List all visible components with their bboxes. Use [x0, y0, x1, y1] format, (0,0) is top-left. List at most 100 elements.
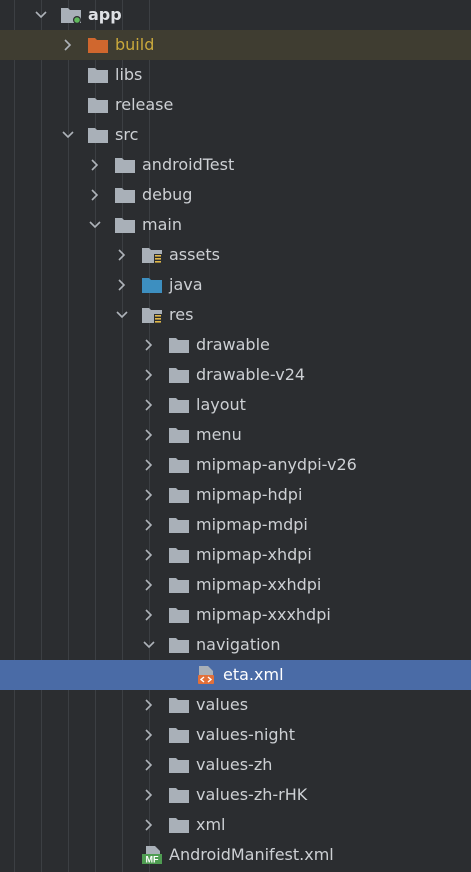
tree-item-label: debug — [142, 185, 193, 204]
folder-icon — [168, 426, 190, 444]
tree-item-label: assets — [169, 245, 220, 264]
tree-row-values[interactable]: values — [0, 690, 471, 720]
tree-row-src[interactable]: src — [0, 120, 471, 150]
chevron-right-icon[interactable] — [88, 188, 102, 202]
manifest-file-icon: MF — [141, 846, 163, 864]
chevron-right-icon[interactable] — [61, 38, 75, 52]
tree-row-xml[interactable]: xml — [0, 810, 471, 840]
svg-text:MF: MF — [146, 855, 159, 865]
tree-item-label: androidTest — [142, 155, 235, 174]
folder-icon — [114, 216, 136, 234]
folder-icon — [168, 786, 190, 804]
tree-row-main[interactable]: main — [0, 210, 471, 240]
chevron-down-icon[interactable] — [61, 128, 75, 142]
tree-row-drawable[interactable]: drawable — [0, 330, 471, 360]
tree-row-menu[interactable]: menu — [0, 420, 471, 450]
tree-row-mipmap-xhdpi[interactable]: mipmap-xhdpi — [0, 540, 471, 570]
tree-row-mipmap-xxxhdpi[interactable]: mipmap-xxxhdpi — [0, 600, 471, 630]
chevron-down-icon[interactable] — [115, 308, 129, 322]
chevron-right-icon[interactable] — [142, 818, 156, 832]
chevron-right-icon[interactable] — [115, 248, 129, 262]
chevron-down-icon[interactable] — [142, 638, 156, 652]
indent-guide — [95, 0, 96, 872]
tree-row-mipmap-mdpi[interactable]: mipmap-mdpi — [0, 510, 471, 540]
tree-item-label: java — [169, 275, 203, 294]
tree-item-label: AndroidManifest.xml — [169, 845, 334, 864]
chevron-right-icon[interactable] — [142, 608, 156, 622]
folder-icon — [168, 606, 190, 624]
folder-icon — [114, 186, 136, 204]
tree-item-label: mipmap-anydpi-v26 — [196, 455, 357, 474]
tree-item-label: mipmap-xhdpi — [196, 545, 312, 564]
tree-row-eta-xml[interactable]: eta.xml — [0, 660, 471, 690]
chevron-right-icon[interactable] — [142, 398, 156, 412]
chevron-right-icon[interactable] — [142, 338, 156, 352]
indent-guide — [14, 0, 15, 872]
tree-row-app[interactable]: app — [0, 0, 471, 30]
tree-row-androidTest[interactable]: androidTest — [0, 150, 471, 180]
chevron-right-icon[interactable] — [142, 728, 156, 742]
tree-item-label: layout — [196, 395, 246, 414]
chevron-down-icon[interactable] — [88, 218, 102, 232]
folder-icon — [168, 546, 190, 564]
chevron-right-icon[interactable] — [142, 488, 156, 502]
tree-item-label: navigation — [196, 635, 281, 654]
tree-item-label: main — [142, 215, 182, 234]
chevron-right-icon[interactable] — [88, 158, 102, 172]
indent-guide — [41, 0, 42, 872]
tree-item-label: mipmap-mdpi — [196, 515, 308, 534]
chevron-down-icon[interactable] — [34, 8, 48, 22]
folder-icon — [168, 366, 190, 384]
tree-row-res[interactable]: res — [0, 300, 471, 330]
xml-file-icon — [195, 666, 217, 684]
tree-row-build[interactable]: build — [0, 30, 471, 60]
chevron-right-icon[interactable] — [142, 518, 156, 532]
tree-item-label: xml — [196, 815, 226, 834]
tree-row-release[interactable]: release — [0, 90, 471, 120]
tree-item-label: values-night — [196, 725, 295, 744]
chevron-right-icon[interactable] — [142, 428, 156, 442]
resources-folder-icon — [141, 246, 163, 264]
chevron-right-icon[interactable] — [142, 698, 156, 712]
tree-row-navigation[interactable]: navigation — [0, 630, 471, 660]
tree-item-label: menu — [196, 425, 242, 444]
chevron-right-icon[interactable] — [142, 368, 156, 382]
tree-item-label: libs — [115, 65, 143, 84]
chevron-right-icon[interactable] — [142, 548, 156, 562]
source-folder-icon — [141, 276, 163, 294]
tree-item-label: res — [169, 305, 194, 324]
chevron-right-icon[interactable] — [142, 788, 156, 802]
module-folder-icon — [60, 6, 82, 24]
chevron-right-icon[interactable] — [142, 458, 156, 472]
chevron-right-icon[interactable] — [115, 278, 129, 292]
folder-icon — [87, 96, 109, 114]
tree-row-AndroidManifest[interactable]: MF AndroidManifest.xml — [0, 840, 471, 870]
tree-row-layout[interactable]: layout — [0, 390, 471, 420]
tree-item-label: build — [115, 35, 155, 54]
folder-icon — [168, 726, 190, 744]
tree-row-mipmap-hdpi[interactable]: mipmap-hdpi — [0, 480, 471, 510]
tree-row-mipmap-anydpi-v26[interactable]: mipmap-anydpi-v26 — [0, 450, 471, 480]
resources-folder-icon — [141, 306, 163, 324]
tree-item-label: mipmap-xxhdpi — [196, 575, 322, 594]
tree-row-values-zh-rHK[interactable]: values-zh-rHK — [0, 780, 471, 810]
folder-icon — [114, 156, 136, 174]
tree-row-drawable-v24[interactable]: drawable-v24 — [0, 360, 471, 390]
tree-row-mipmap-xxhdpi[interactable]: mipmap-xxhdpi — [0, 570, 471, 600]
folder-icon — [168, 696, 190, 714]
indent-guide — [68, 0, 69, 872]
folder-icon — [87, 66, 109, 84]
chevron-right-icon[interactable] — [142, 578, 156, 592]
tree-row-libs[interactable]: libs — [0, 60, 471, 90]
tree-item-label: drawable-v24 — [196, 365, 306, 384]
tree-row-debug[interactable]: debug — [0, 180, 471, 210]
chevron-right-icon[interactable] — [142, 758, 156, 772]
tree-row-values-zh[interactable]: values-zh — [0, 750, 471, 780]
tree-item-label: mipmap-xxxhdpi — [196, 605, 331, 624]
tree-item-label: src — [115, 125, 139, 144]
tree-row-values-night[interactable]: values-night — [0, 720, 471, 750]
tree-item-label: eta.xml — [223, 665, 284, 684]
tree-row-assets[interactable]: assets — [0, 240, 471, 270]
tree-row-java[interactable]: java — [0, 270, 471, 300]
